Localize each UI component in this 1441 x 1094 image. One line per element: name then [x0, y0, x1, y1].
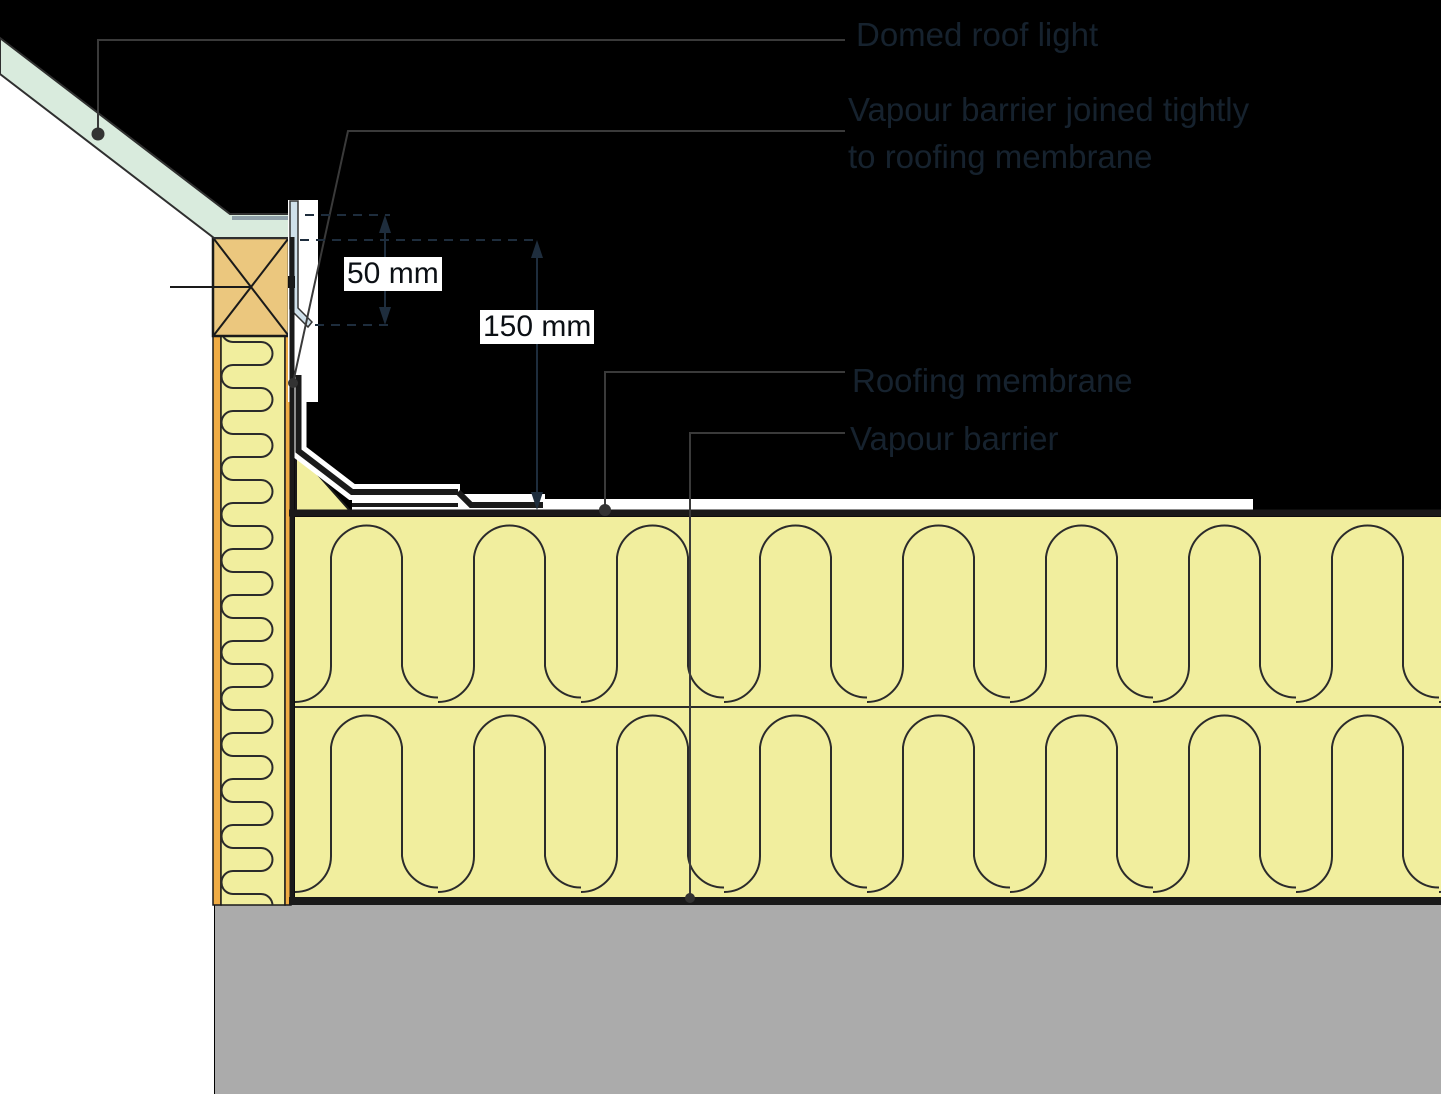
membrane-lap-step — [455, 489, 543, 508]
leader-roofing-membrane — [604, 371, 845, 508]
leader-domed-roof-light — [97, 39, 845, 134]
label-roofing-membrane: Roofing membrane — [852, 362, 1133, 399]
membrane-white-cap — [543, 499, 1253, 510]
dimension-150mm: 150 mm — [480, 310, 595, 344]
exterior-white-region — [0, 74, 214, 1094]
roof-insulation — [295, 517, 1441, 897]
wall-vapour-barrier-line — [289, 237, 295, 905]
dimension-50mm: 50 mm — [344, 257, 442, 291]
label-vapour-barrier-joined: Vapour barrier joined tightly to roofing… — [848, 86, 1249, 180]
membrane-upstand — [295, 375, 458, 495]
wall-board-outer — [212, 335, 222, 906]
leader-vapour-joined — [292, 130, 845, 384]
membrane-layers — [289, 237, 1441, 905]
timber-kerb-blocking — [170, 236, 291, 338]
wall-assembly — [212, 335, 292, 906]
label-vapour-barrier-joined-line1: Vapour barrier joined tightly — [848, 91, 1250, 128]
label-vapour-barrier-joined-line2: to roofing membrane — [848, 138, 1153, 175]
label-vapour-barrier: Vapour barrier — [850, 420, 1059, 457]
concrete-deck — [215, 905, 1441, 1094]
leader-lines — [97, 39, 845, 897]
leader-vapour-barrier — [689, 432, 845, 897]
roof-membrane-line — [289, 509, 1441, 517]
deck-vapour-barrier-line — [289, 897, 1441, 905]
label-domed-roof-light: Domed roof light — [856, 16, 1099, 53]
leader-dots — [91, 127, 695, 903]
dimension-arrowheads — [379, 215, 543, 510]
